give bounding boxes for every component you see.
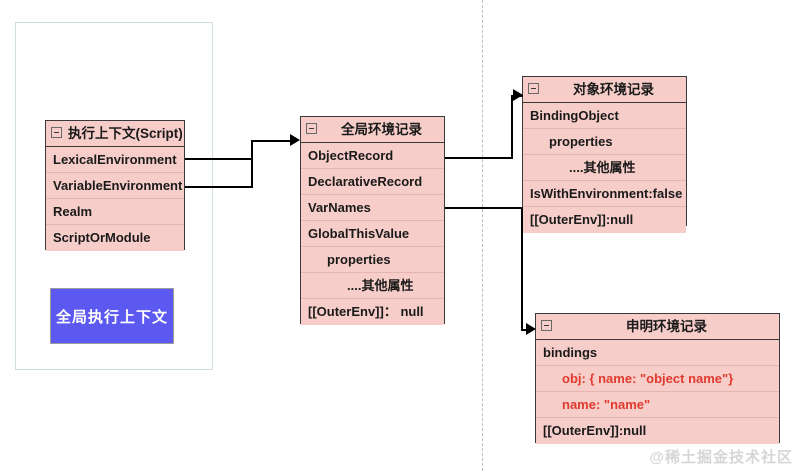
connector-declarative-h1 — [445, 207, 523, 209]
connector-declarative-v — [521, 207, 523, 331]
row-var-names[interactable]: VarNames — [301, 195, 444, 221]
execution-context-header: 执行上下文(Script) — [46, 121, 184, 147]
row-object-record[interactable]: ObjectRecord — [301, 143, 444, 169]
connector-variable-to-global-v — [251, 158, 253, 188]
row-properties[interactable]: properties — [301, 247, 444, 273]
row-script-or-module[interactable]: ScriptOrModule — [53, 230, 151, 245]
execution-context-rows: LexicalEnvironment VariableEnvironment R… — [46, 147, 184, 251]
connector-lexical-to-global-v — [251, 140, 253, 160]
row-other-properties: ....其他属性 — [301, 273, 444, 299]
declarative-env-record-box[interactable]: 申明环境记录 bindings obj: { name: "object nam… — [535, 313, 780, 444]
connector-lexical-to-global-h2 — [251, 140, 291, 142]
declarative-env-record-rows: bindings obj: { name: "object name"} nam… — [536, 340, 779, 444]
global-env-record-title: 全局环境记录 — [341, 122, 422, 137]
minus-square-icon[interactable] — [541, 320, 552, 331]
row-is-with-environment[interactable]: IsWithEnvironment:false — [523, 181, 686, 207]
arrowhead-to-declarative-env-record — [526, 323, 536, 335]
global-execution-context-block[interactable]: 全局执行上下文 — [50, 288, 174, 344]
row-outer-env[interactable]: [[OuterEnv]]:null — [543, 423, 647, 438]
connector-variable-to-global-h1 — [185, 186, 253, 188]
global-execution-context-label: 全局执行上下文 — [55, 308, 168, 326]
minus-square-icon[interactable] — [528, 83, 539, 94]
object-env-record-title: 对象环境记录 — [573, 82, 654, 97]
arrowhead-to-object-env-record — [513, 89, 523, 101]
arrowhead-to-global-env-record — [290, 134, 300, 146]
row-declarative-record[interactable]: DeclarativeRecord — [301, 169, 444, 195]
declarative-env-record-header: 申明环境记录 — [536, 314, 779, 340]
vertical-dashed-divider — [482, 0, 483, 471]
object-env-record-header: 对象环境记录 — [523, 77, 686, 103]
connector-declarative-h2 — [521, 329, 529, 331]
row-binding-name[interactable]: name: "name" — [536, 392, 779, 418]
row-global-this-value[interactable]: GlobalThisValue — [301, 221, 444, 247]
global-env-record-rows: ObjectRecord DeclarativeRecord VarNames … — [301, 143, 444, 325]
row-outer-env[interactable]: [[OuterEnv]]:null — [530, 212, 634, 227]
watermark: @稀土掘金技术社区 — [649, 449, 793, 466]
minus-square-icon[interactable] — [51, 127, 62, 138]
row-properties[interactable]: properties — [523, 129, 686, 155]
execution-context-box[interactable]: 执行上下文(Script) LexicalEnvironment Variabl… — [45, 120, 185, 251]
object-env-record-box[interactable]: 对象环境记录 BindingObject properties ....其他属性… — [522, 76, 687, 233]
row-bindings[interactable]: bindings — [536, 340, 779, 366]
connector-lexical-to-global-h1 — [185, 158, 253, 160]
minus-square-icon[interactable] — [306, 123, 317, 134]
row-outer-env[interactable]: [[OuterEnv]]： null — [308, 304, 424, 319]
connector-objectrecord-v — [511, 95, 513, 159]
global-env-record-box[interactable]: 全局环境记录 ObjectRecord DeclarativeRecord Va… — [300, 116, 445, 325]
row-realm[interactable]: Realm — [46, 199, 184, 225]
global-context-frame — [15, 22, 213, 370]
row-binding-obj[interactable]: obj: { name: "object name"} — [536, 366, 779, 392]
declarative-env-record-title: 申明环境记录 — [626, 319, 707, 334]
global-env-record-header: 全局环境记录 — [301, 117, 444, 143]
row-binding-object[interactable]: BindingObject — [523, 103, 686, 129]
row-other-properties: ....其他属性 — [523, 155, 686, 181]
connector-objectrecord-h1 — [445, 157, 513, 159]
execution-context-title: 执行上下文(Script) — [68, 126, 183, 141]
row-variable-environment[interactable]: VariableEnvironment — [46, 173, 184, 199]
row-lexical-environment[interactable]: LexicalEnvironment — [46, 147, 184, 173]
object-env-record-rows: BindingObject properties ....其他属性 IsWith… — [523, 103, 686, 233]
